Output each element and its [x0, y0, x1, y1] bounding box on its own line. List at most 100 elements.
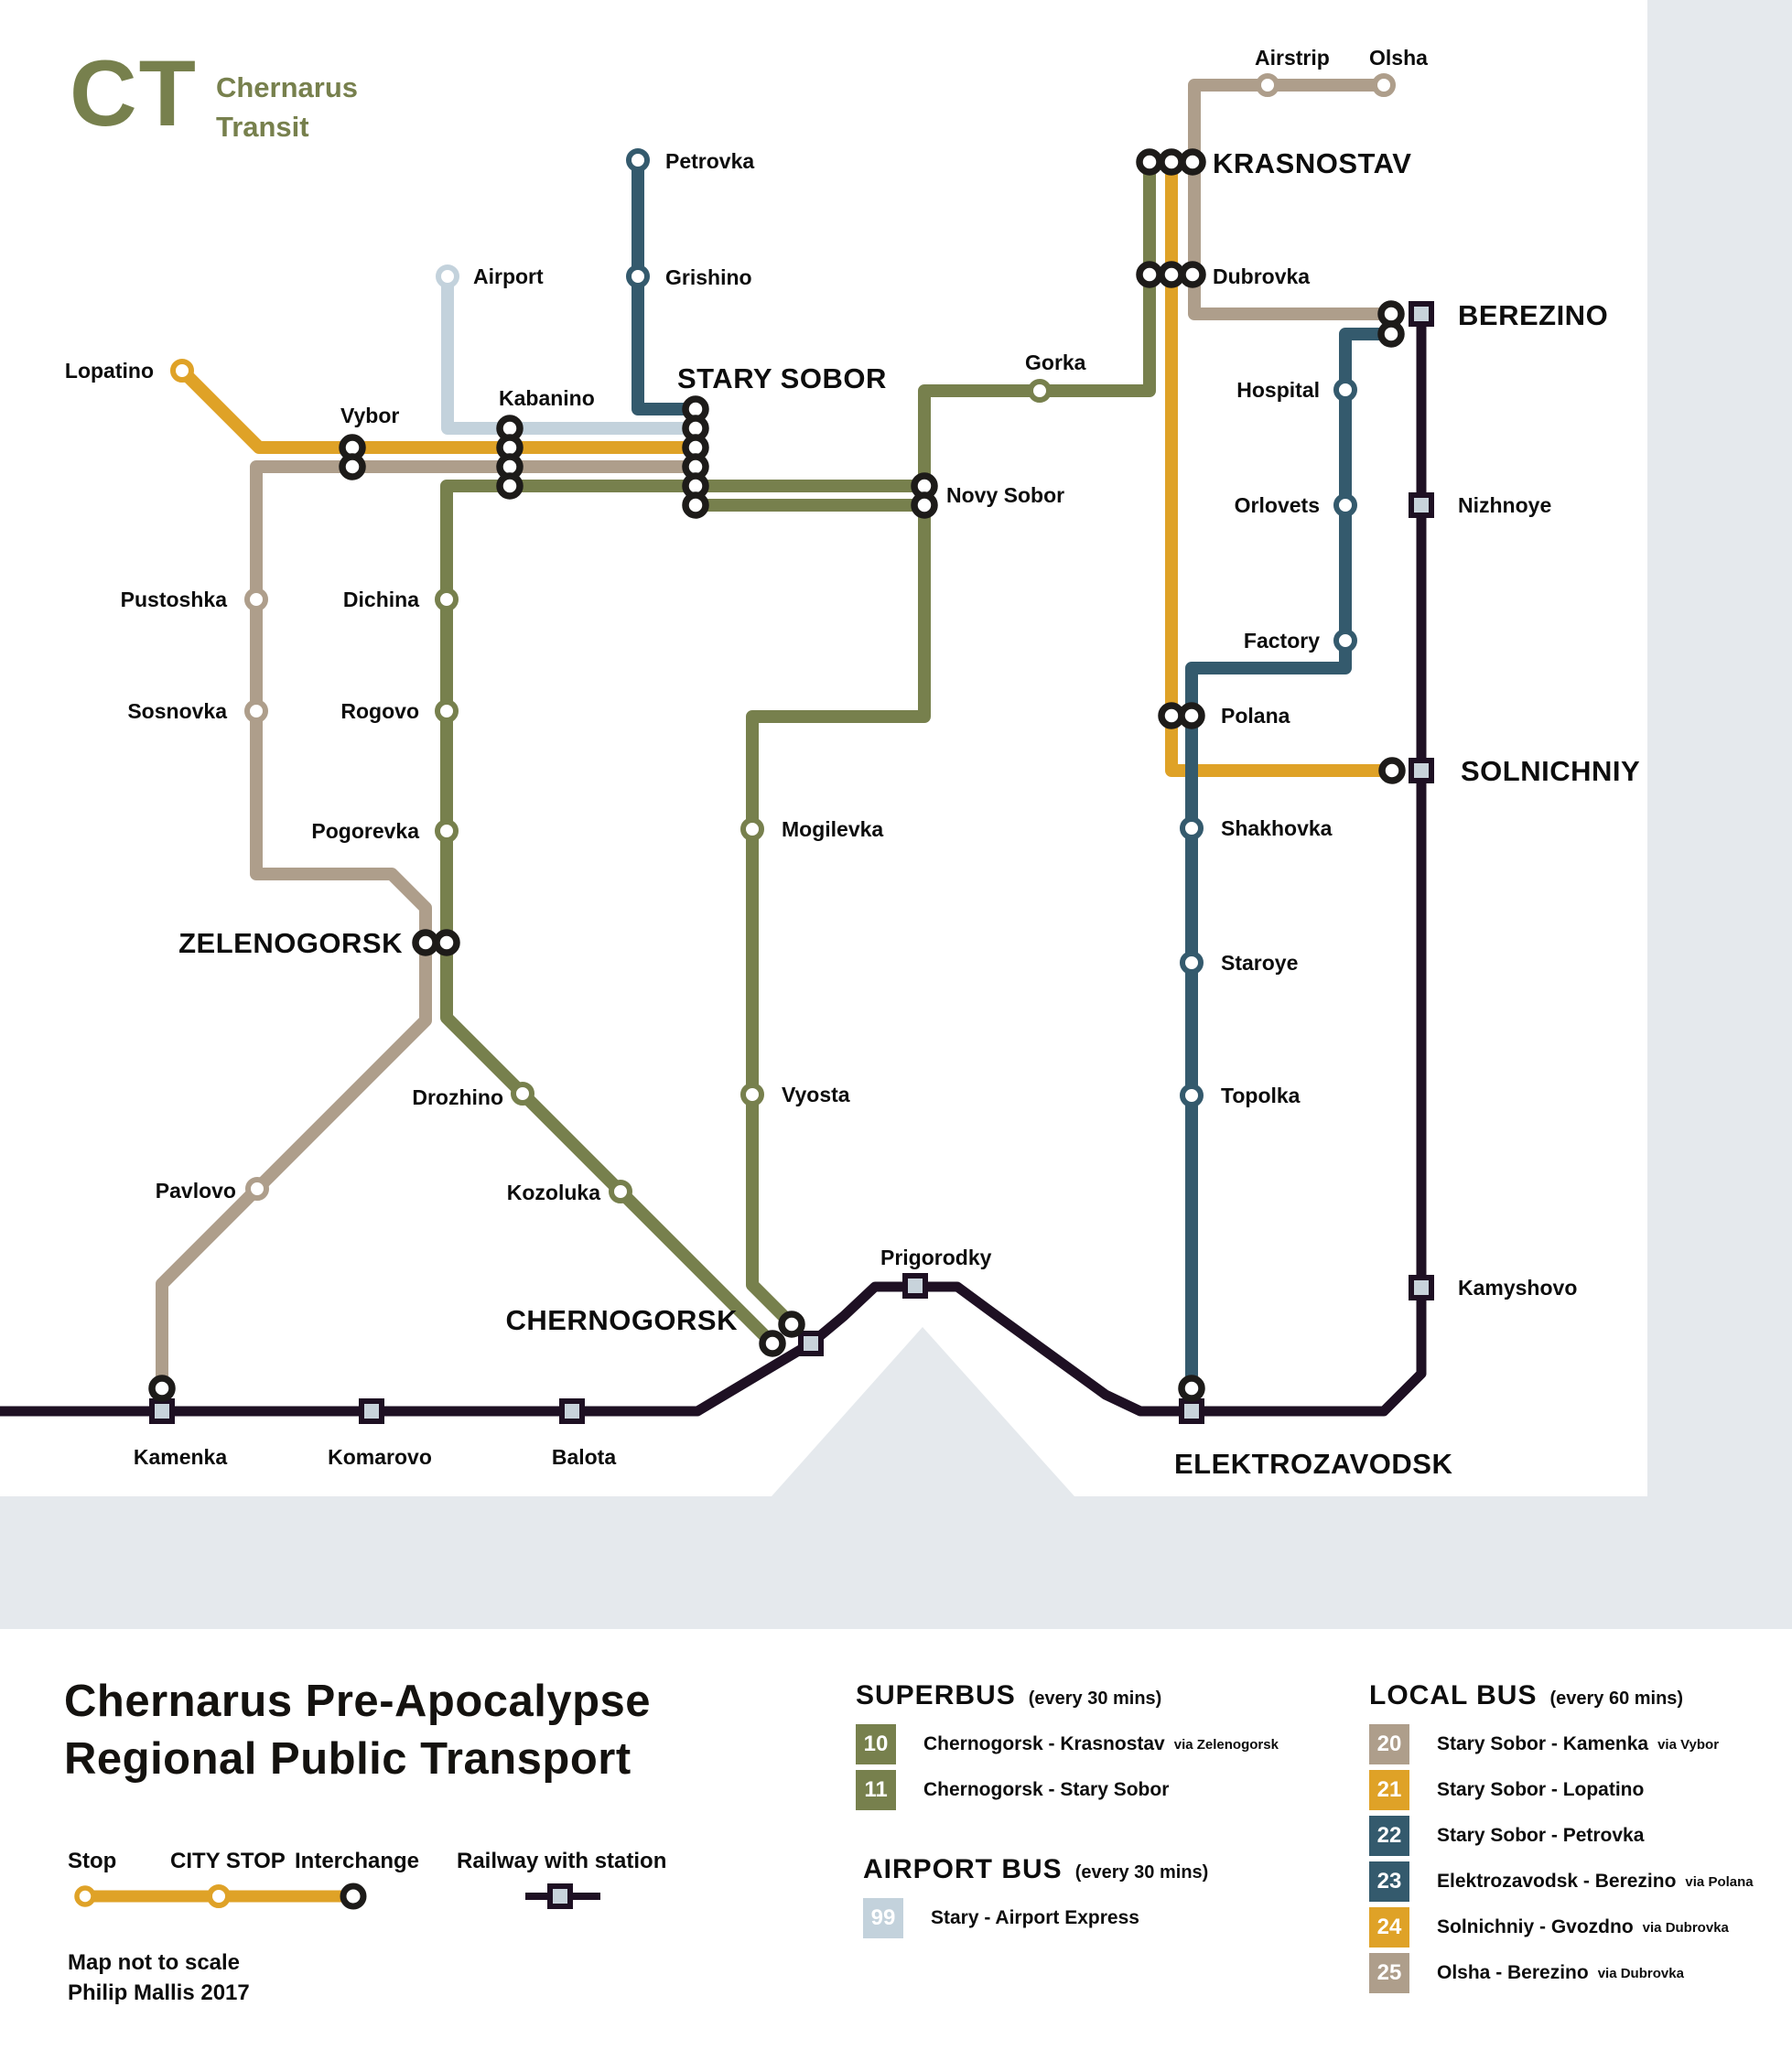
station-kabanino	[496, 415, 524, 500]
station-topolka	[1180, 1084, 1204, 1107]
line-route-11-chernogorsk-stary	[689, 499, 931, 1331]
railway-station-square	[359, 1398, 384, 1424]
logo-name: Chernarus Transit	[216, 68, 358, 146]
route-badge-99: 99	[863, 1898, 903, 1938]
station-airport	[436, 264, 459, 288]
station-label-krasnostav: KRASNOSTAV	[1213, 147, 1411, 179]
station-staroye	[1180, 951, 1204, 975]
route-name-99: Stary - Airport Express	[931, 1907, 1139, 1928]
railway-station-square	[149, 1398, 175, 1424]
interchange-circle	[759, 1330, 786, 1357]
stop-circle	[435, 819, 459, 843]
stop-circle	[626, 148, 650, 172]
route-name-22: Stary Sobor - Petrovka	[1437, 1825, 1645, 1846]
poster-title: Chernarus Pre-Apocalypse Regional Public…	[64, 1673, 651, 1788]
interchange-circle	[778, 1311, 805, 1338]
legend-superbus-header: SUPERBUS(every 30 mins)	[856, 1680, 1368, 1711]
station-mogilevka	[740, 817, 764, 841]
legend-label-city-stop: CITY STOP	[170, 1849, 286, 1873]
station-label-gorka: Gorka	[1025, 351, 1086, 374]
station-label-komarovo: Komarovo	[328, 1445, 432, 1469]
route-via-25: via Dubrovka	[1597, 1965, 1684, 1981]
station-label-pogorevka: Pogorevka	[311, 819, 419, 843]
line-route-99-airport-express	[441, 270, 702, 435]
route-via-23: via Polana	[1685, 1873, 1754, 1890]
station-label-shakhovka: Shakhovka	[1221, 816, 1333, 840]
note-scale: Map not to scale	[68, 1950, 241, 1975]
station-komarovo	[359, 1398, 384, 1424]
stop-circle	[1372, 73, 1396, 97]
station-novy-sobor	[911, 472, 938, 519]
line-route-25-olsha-berezino	[1188, 79, 1398, 320]
route-name-21: Stary Sobor - Lopatino	[1437, 1779, 1645, 1800]
note-credit: Philip Mallis 2017	[68, 1980, 250, 2005]
line-route-20-stary-kamenka	[156, 460, 702, 1395]
line-route-22-stary-petrovka	[632, 154, 702, 415]
interchange-circle	[1136, 261, 1163, 288]
station-label-petrovka: Petrovka	[665, 149, 754, 173]
route-name-25: Olsha - Berezino	[1437, 1962, 1589, 1983]
stop-circle	[435, 699, 459, 723]
station-hospital	[1333, 378, 1357, 402]
station-label-grishino: Grishino	[665, 265, 752, 289]
station-shakhovka	[1180, 816, 1204, 840]
station-polana	[1158, 702, 1205, 729]
route-name-24: Solnichniy - Gvozdno	[1437, 1916, 1634, 1937]
legend-airportbus-title: AIRPORT BUS	[863, 1854, 1063, 1884]
station-label-kamyshovo: Kamyshovo	[1458, 1276, 1577, 1300]
stop-circle	[1180, 951, 1204, 975]
route-name-11: Chernogorsk - Stary Sobor	[923, 1779, 1170, 1800]
interchange-circle	[412, 929, 439, 956]
station-vybor	[339, 434, 366, 480]
station-dubrovka	[1136, 261, 1206, 288]
legend-superbus-title: SUPERBUS	[856, 1680, 1016, 1710]
station-airstrip	[1256, 73, 1279, 97]
station-label-hospital: Hospital	[1236, 378, 1320, 402]
route-via-24: via Dubrovka	[1642, 1919, 1729, 1936]
station-label-vyosta: Vyosta	[782, 1083, 850, 1106]
station-dichina	[435, 588, 459, 611]
station-pogorevka	[435, 819, 459, 843]
station-label-balota: Balota	[552, 1445, 617, 1469]
station-drozhino	[511, 1082, 534, 1106]
legend-label-interchange: Interchange	[295, 1849, 420, 1873]
stop-circle	[1333, 378, 1357, 402]
station-label-orlovets: Orlovets	[1235, 493, 1320, 517]
line-route-24-solnichniy-gvozdno	[1165, 156, 1398, 777]
station-label-rogovo: Rogovo	[340, 699, 419, 723]
route-via-10: via Zelenogorsk	[1173, 1736, 1279, 1753]
stop-circle	[1028, 379, 1052, 403]
route-badge-20: 20	[1369, 1724, 1409, 1764]
station-label-zelenogorsk: ZELENOGORSK	[178, 927, 403, 959]
railway-station-square	[1409, 1275, 1434, 1300]
station-label-dubrovka: Dubrovka	[1213, 264, 1310, 288]
stop-circle	[511, 1082, 534, 1106]
interchange-circle	[1178, 702, 1205, 729]
station-elektrozavodsk	[1178, 1375, 1205, 1424]
station-label-topolka: Topolka	[1221, 1084, 1301, 1107]
station-label-airport: Airport	[473, 264, 544, 288]
line-railway	[0, 308, 1427, 1417]
station-prigorodky	[902, 1273, 928, 1299]
railway-station-square	[559, 1398, 585, 1424]
stop-circle	[1180, 816, 1204, 840]
station-label-lopatino: Lopatino	[65, 359, 154, 383]
poster-title-line1: Chernarus Pre-Apocalypse	[64, 1677, 652, 1726]
station-label-elektrozavodsk: ELEKTROZAVODSK	[1174, 1448, 1452, 1480]
interchange-circle	[1158, 148, 1185, 176]
stop-circle	[1333, 629, 1357, 653]
stop-circle	[435, 588, 459, 611]
legend-city-stop-icon	[207, 1884, 231, 1908]
station-grishino	[626, 264, 650, 288]
station-rogovo	[435, 699, 459, 723]
station-gorka	[1028, 379, 1052, 403]
legend-localbus-frequency: (every 60 mins)	[1549, 1689, 1684, 1709]
station-label-kabanino: Kabanino	[499, 386, 595, 410]
station-label-berezino: BEREZINO	[1458, 299, 1608, 331]
stop-circle	[626, 264, 650, 288]
line-route-23-elektrozavodsk-berezino	[1185, 328, 1398, 1395]
